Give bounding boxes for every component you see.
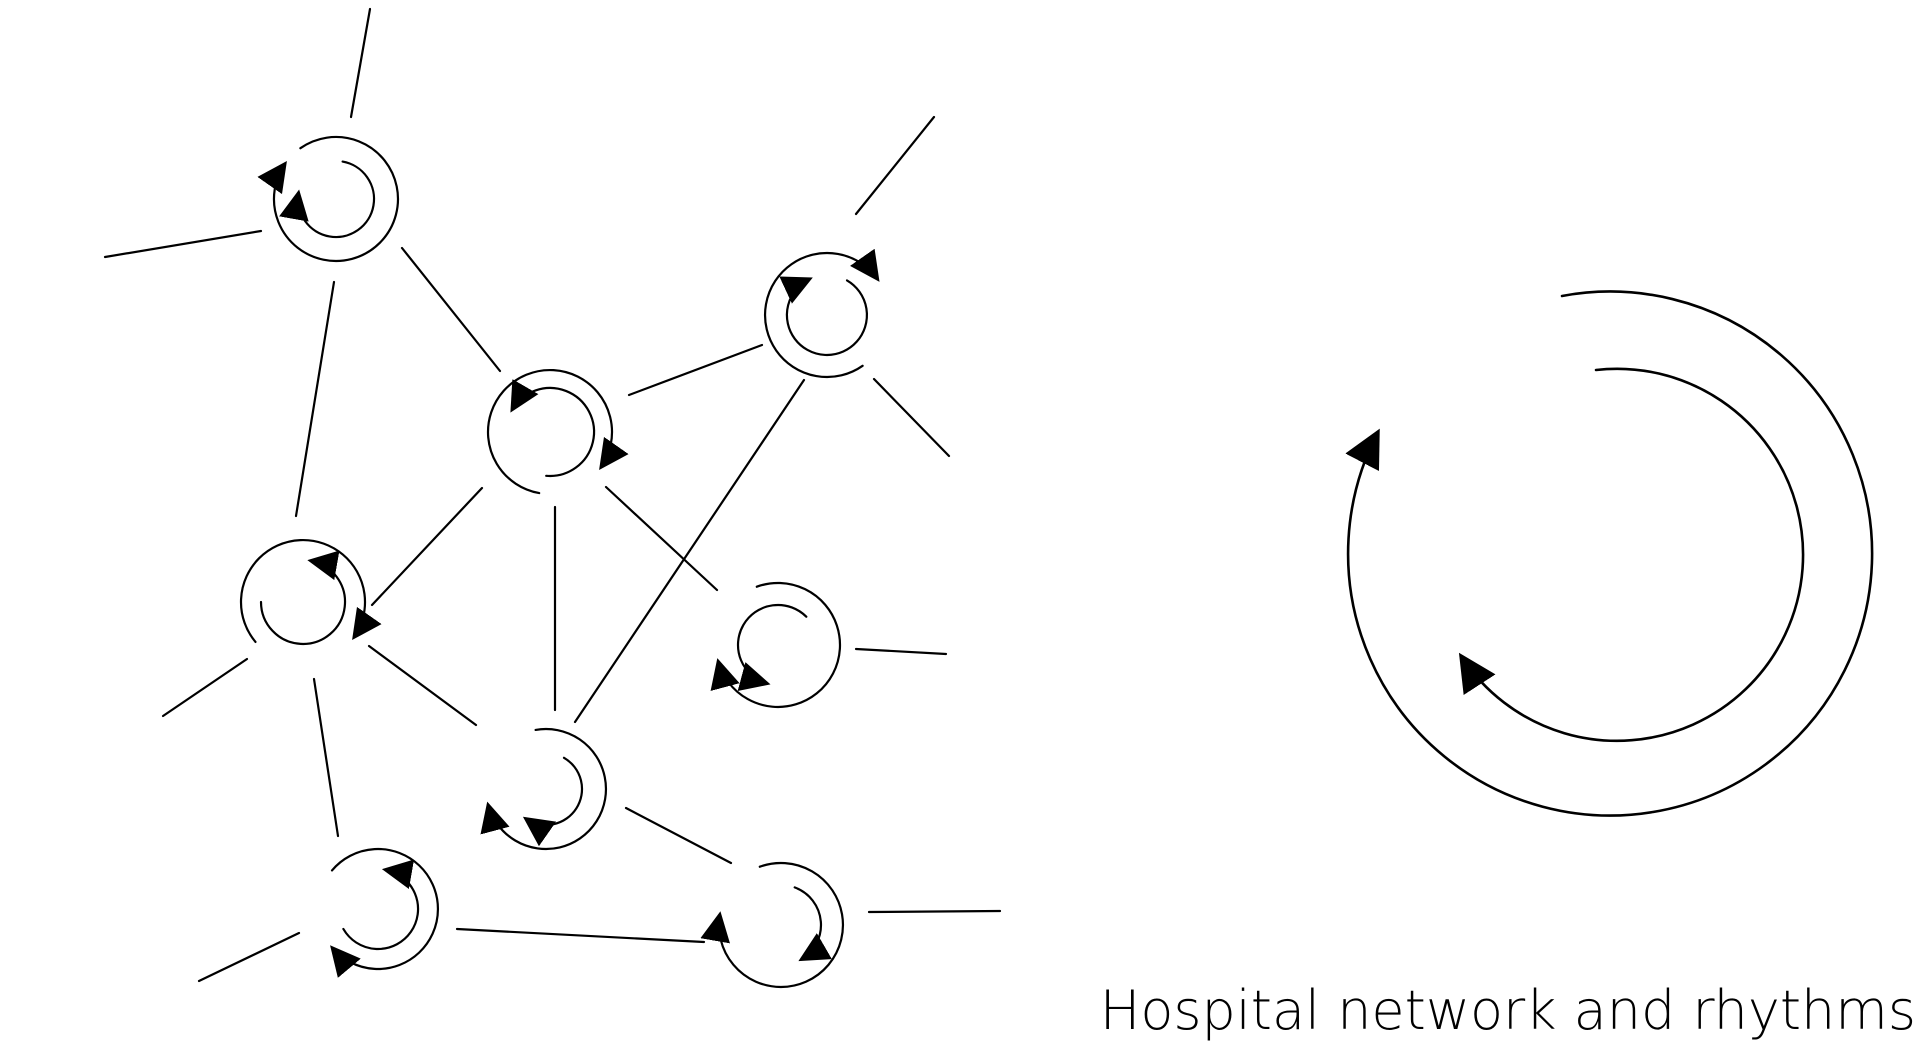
network-connection-line (624, 806, 733, 865)
outer-rhythm-arc (710, 581, 842, 708)
network-connection-line (197, 931, 301, 983)
outer-rhythm-arc (239, 538, 382, 643)
inner-rhythm-arc (342, 859, 420, 951)
inner-rhythm-arc (510, 379, 596, 478)
outer-rhythm-arc (763, 248, 880, 379)
network-connection-line (294, 280, 336, 518)
outer-rhythm-arc (257, 135, 400, 263)
outer-rhythm-arc (700, 861, 845, 989)
inner-rhythm-arc (522, 756, 584, 847)
circular-rhythm-icon (486, 368, 629, 495)
diagram-caption: Hospital network and rhythms (1099, 979, 1916, 1042)
network-connection-line (854, 115, 936, 216)
network-connection-line (604, 485, 719, 592)
inner-rhythm-arc (259, 550, 347, 645)
inner-rhythm-arc (1458, 367, 1805, 743)
circular-rhythm-icon (239, 538, 382, 645)
network-connection-line (349, 7, 372, 119)
inner-rhythm-arc (736, 603, 808, 692)
large-rhythm-symbol-icon (1345, 290, 1874, 817)
network-connection-line (573, 378, 806, 724)
network-connection-line (312, 677, 340, 838)
network-connection-line (103, 229, 263, 259)
inner-rhythm-arc (279, 160, 376, 239)
inner-rhythm-arc (793, 886, 832, 962)
network-nodes (239, 135, 880, 989)
network-connection-line (627, 343, 764, 397)
outer-rhythm-arc (486, 368, 629, 495)
network-connection-line (854, 647, 948, 656)
outer-rhythm-arc (330, 847, 440, 978)
circular-rhythm-icon (330, 847, 440, 978)
network-connection-line (367, 644, 478, 727)
network-connection-line (161, 657, 249, 718)
circular-rhythm-icon (710, 581, 842, 708)
outer-rhythm-arc (480, 727, 608, 851)
network-connection-line (872, 377, 951, 458)
circular-rhythm-icon (700, 861, 845, 989)
network-connection-line (455, 927, 706, 944)
circular-rhythm-icon (285, 137, 387, 163)
network-connection-line (370, 486, 484, 607)
network-connections (103, 7, 1002, 983)
circular-rhythm-icon (480, 727, 608, 851)
inner-rhythm-arc (779, 276, 869, 357)
circular-rhythm-icon (763, 248, 880, 379)
network-connection-line (400, 246, 502, 373)
circular-rhythm-icon (257, 135, 400, 263)
outer-rhythm-arc (1345, 290, 1874, 817)
network-connection-line (867, 909, 1002, 914)
